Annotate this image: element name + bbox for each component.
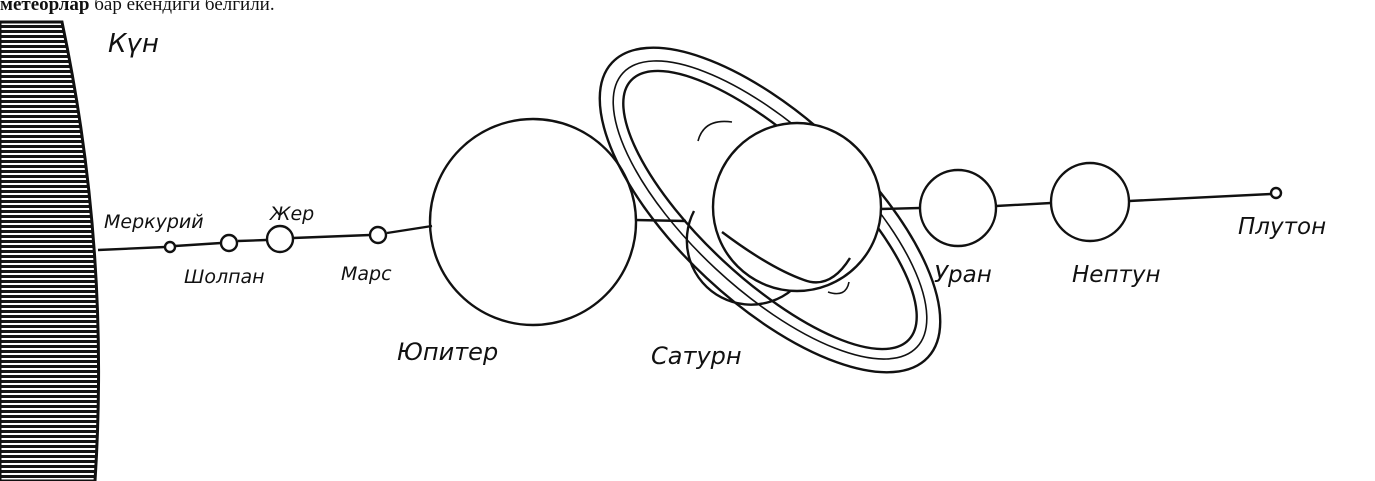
jupiter-planet	[430, 119, 636, 325]
venus-label: Шолпан	[184, 266, 265, 288]
mars-planet	[370, 227, 386, 243]
venus-planet	[221, 235, 237, 251]
uranus-label: Уран	[934, 262, 992, 288]
earth-planet	[267, 226, 293, 252]
jupiter-label: Юпитер	[397, 338, 498, 366]
saturn-label: Сатурн	[651, 342, 742, 370]
saturn-planet	[549, 0, 992, 425]
earth-label: Жер	[269, 203, 314, 225]
sun-label: Күн	[108, 29, 159, 59]
mercury-label: Меркурий	[104, 211, 204, 233]
sun-edge	[0, 22, 99, 481]
neptune-planet	[1051, 163, 1129, 241]
neptune-label: Нептун	[1072, 262, 1161, 288]
mars-label: Марс	[341, 263, 392, 285]
saturn-ring-shadow-top	[698, 121, 732, 141]
mercury-planet	[165, 242, 175, 252]
pluto-planet	[1271, 188, 1281, 198]
saturn-body	[713, 123, 881, 291]
uranus-planet	[920, 170, 996, 246]
pluto-label: Плутон	[1238, 214, 1326, 240]
